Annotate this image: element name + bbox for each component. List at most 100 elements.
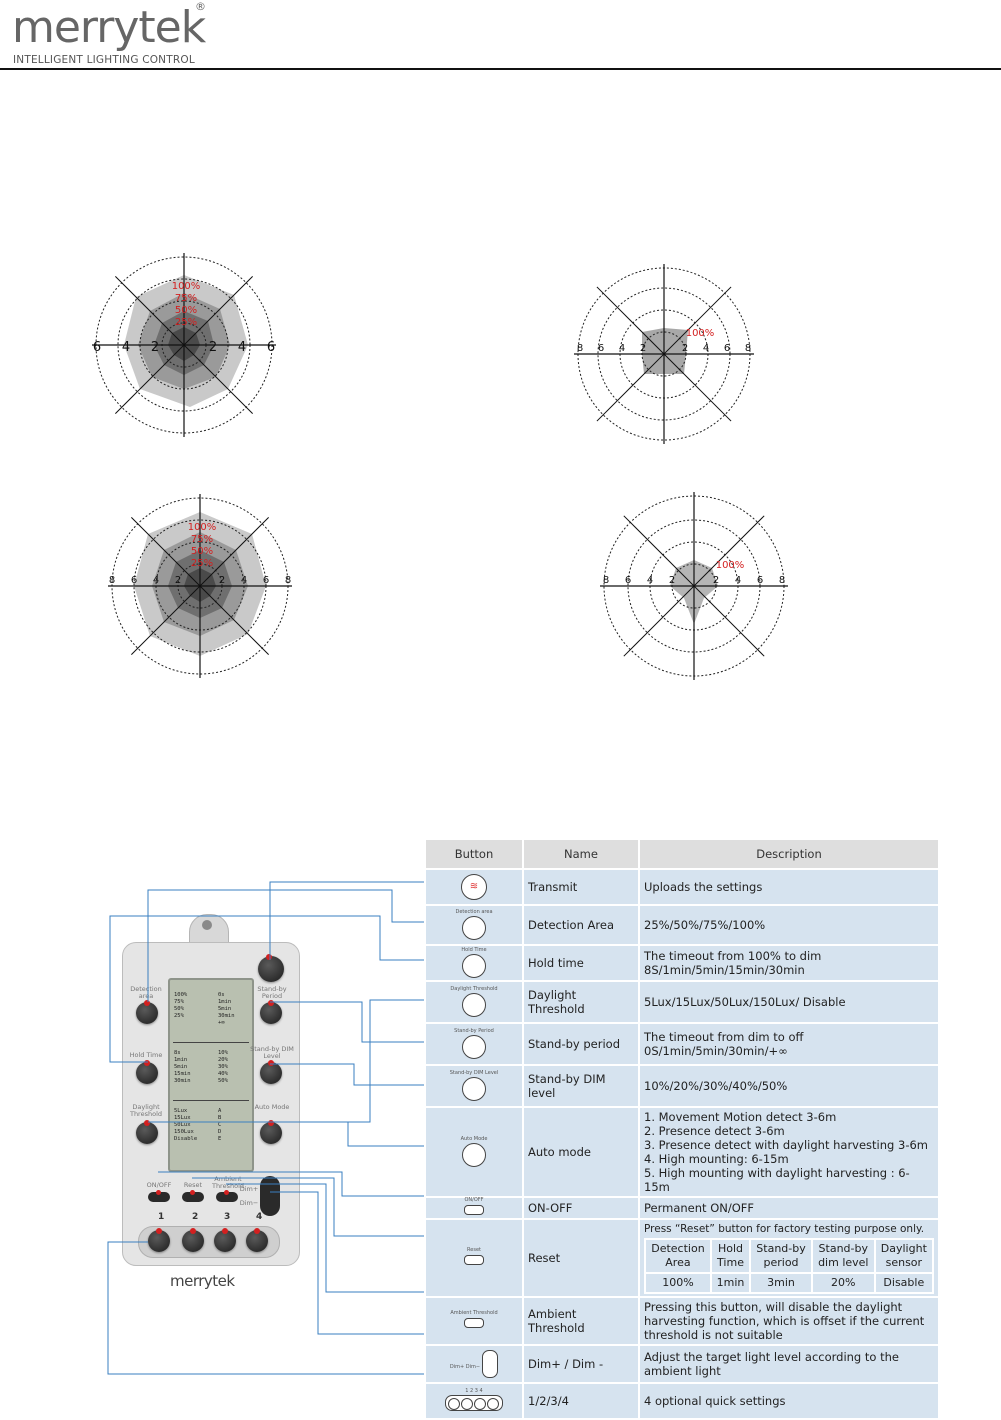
remote-quick-button-4[interactable] bbox=[246, 1228, 268, 1252]
row-description: 10%/20%/30%/40%/50% bbox=[638, 1064, 940, 1108]
distance-tick-label: 6 bbox=[625, 575, 631, 586]
row-name: Dim+ / Dim - bbox=[522, 1344, 640, 1384]
distance-tick-label: 4 bbox=[122, 340, 130, 355]
remote-label-on-off: ON/OFF bbox=[146, 1181, 172, 1189]
distance-tick-label: 6 bbox=[598, 343, 604, 354]
table-row: Detection area Detection Area 25%/50%/75… bbox=[424, 904, 940, 946]
quick-number-2: 2 bbox=[192, 1212, 199, 1222]
remote-on-off-button[interactable] bbox=[148, 1190, 170, 1202]
detection-area-button-icon bbox=[462, 916, 486, 940]
axis-diagonal bbox=[623, 515, 765, 657]
row-name: Ambient Threshold bbox=[522, 1296, 640, 1346]
standby-dim-button-icon bbox=[462, 1077, 486, 1101]
distance-tick-label: 4 bbox=[647, 575, 653, 586]
registered-mark: ® bbox=[195, 0, 206, 13]
table-row: ≋ Transmit Uploads the settings bbox=[424, 868, 940, 906]
remote-standby-period-button[interactable] bbox=[260, 1000, 282, 1024]
row-description: Adjust the target light level according … bbox=[638, 1344, 940, 1384]
remote-dim-rocker[interactable] bbox=[260, 1176, 280, 1216]
row-name: Stand-by DIM level bbox=[522, 1064, 640, 1108]
transmitter-window bbox=[202, 920, 212, 930]
lcd-block2-right: 10%20% 30%40% 50% bbox=[218, 1050, 228, 1084]
column-header-name: Name bbox=[522, 838, 640, 870]
remote-detection-button[interactable] bbox=[136, 1000, 158, 1024]
lcd-block1-left: 100%75% 50%25% bbox=[174, 992, 188, 1019]
reset-button-icon bbox=[464, 1255, 484, 1265]
distance-tick-label: 6 bbox=[757, 575, 763, 586]
distance-tick-label: 2 bbox=[209, 340, 217, 355]
table-row: 1 2 3 4 1/2/3/4 4 optional quick setting… bbox=[424, 1382, 940, 1420]
standby-period-button-icon bbox=[462, 1035, 486, 1059]
remote-hold-time-button[interactable] bbox=[136, 1060, 158, 1084]
remote-brand-logo: merrytek bbox=[170, 1272, 235, 1290]
ambient-threshold-button-icon bbox=[464, 1318, 484, 1328]
distance-tick-label: 6 bbox=[93, 340, 101, 355]
coverage-level-label: 100% bbox=[172, 281, 201, 292]
row-description: 5Lux/15Lux/50Lux/150Lux/ Disable bbox=[638, 980, 940, 1024]
remote-label-reset: Reset bbox=[183, 1181, 203, 1189]
distance-tick-label: 4 bbox=[153, 575, 159, 586]
column-header-button: Button bbox=[424, 838, 524, 870]
remote-label-dim-minus: Dim− bbox=[239, 1199, 259, 1207]
distance-tick-label: 2 bbox=[713, 575, 719, 586]
distance-tick-label: 8 bbox=[109, 575, 115, 586]
brand-logo: merrytek bbox=[12, 2, 206, 53]
distance-tick-label: 2 bbox=[175, 575, 181, 586]
brand-tagline: INTELLIGENT LIGHTING CONTROL bbox=[13, 54, 195, 66]
axis-diagonal bbox=[596, 286, 732, 422]
row-name: Daylight Threshold bbox=[522, 980, 640, 1024]
table-row: Hold Time Hold time The timeout from 100… bbox=[424, 944, 940, 982]
distance-tick-label: 4 bbox=[735, 575, 741, 586]
row-name: ON-OFF bbox=[522, 1196, 640, 1220]
table-row: Ambient Threshold Ambient Threshold Pres… bbox=[424, 1296, 940, 1346]
table-row: Stand-by DIM Level Stand-by DIM level 10… bbox=[424, 1064, 940, 1108]
daylight-threshold-button-icon bbox=[462, 993, 486, 1017]
remote-quick-button-3[interactable] bbox=[214, 1228, 236, 1252]
table-row: Dim+ Dim− Dim+ / Dim - Adjust the target… bbox=[424, 1344, 940, 1384]
remote-label-hold-time: Hold Time bbox=[129, 1051, 163, 1059]
remote-quick-button-2[interactable] bbox=[182, 1228, 204, 1252]
lcd-divider bbox=[173, 1042, 249, 1043]
remote-ambient-button[interactable] bbox=[216, 1190, 238, 1202]
row-name: Detection Area bbox=[522, 904, 640, 946]
distance-tick-label: 4 bbox=[241, 575, 247, 586]
distance-tick-label: 8 bbox=[779, 575, 785, 586]
distance-tick-label: 4 bbox=[703, 343, 709, 354]
coverage-level-label: 25% bbox=[175, 317, 197, 328]
button-function-table: Button Name Description ≋ Transmit Uploa… bbox=[424, 838, 940, 1420]
table-row: Stand-by Period Stand-by period The time… bbox=[424, 1022, 940, 1066]
remote-label-standby-period: Stand-by Period bbox=[257, 985, 287, 1000]
coverage-level-label: 50% bbox=[191, 546, 213, 557]
quick-number-3: 3 bbox=[224, 1212, 231, 1222]
table-row: Daylight Threshold Daylight Threshold 5L… bbox=[424, 980, 940, 1024]
remote-daylight-button[interactable] bbox=[136, 1120, 158, 1144]
distance-tick-label: 6 bbox=[131, 575, 137, 586]
axis-diagonal bbox=[115, 276, 253, 414]
remote-label-standby-dim: Stand-by DIM Level bbox=[250, 1045, 294, 1060]
column-header-description: Description bbox=[638, 838, 940, 870]
remote-transmit-button[interactable] bbox=[258, 954, 284, 982]
distance-tick-label: 8 bbox=[577, 343, 583, 354]
reset-value: 1min bbox=[709, 1272, 752, 1294]
table-row: ON/OFF ON-OFF Permanent ON/OFF bbox=[424, 1196, 940, 1220]
remote-standby-dim-button[interactable] bbox=[260, 1060, 282, 1084]
remote-auto-mode-button[interactable] bbox=[260, 1120, 282, 1144]
header-rule bbox=[0, 68, 1001, 70]
reset-value: 20% bbox=[810, 1272, 876, 1294]
row-name: Transmit bbox=[522, 868, 640, 906]
row-name: Hold time bbox=[522, 944, 640, 982]
remote-label-auto-mode: Auto Mode bbox=[254, 1103, 290, 1111]
distance-tick-label: 6 bbox=[263, 575, 269, 586]
remote-reset-button[interactable] bbox=[182, 1190, 204, 1202]
row-name: Stand-by period bbox=[522, 1022, 640, 1066]
remote-quick-button-1[interactable] bbox=[148, 1228, 170, 1252]
